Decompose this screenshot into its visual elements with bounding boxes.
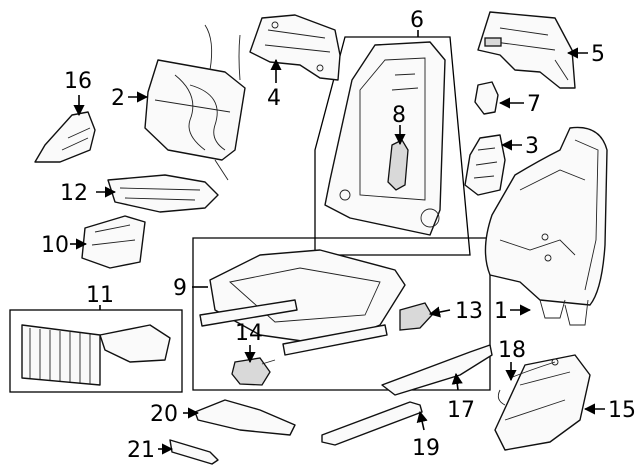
callout-5: 5 [591,42,605,67]
seatback-frame-inset-box [314,36,471,256]
callout-9: 9 [173,276,187,301]
cover-piece-part [81,215,146,269]
leader-lines [70,30,605,455]
callout-4: 4 [267,86,281,111]
small-pad-part [169,439,219,465]
callout-11: 11 [86,283,114,308]
rail-bracket-part [194,399,296,436]
callout-19: 19 [412,436,440,461]
callout-1: 1 [494,299,508,324]
leader-13 [428,306,451,318]
seat-back-part [484,126,608,326]
callout-7: 7 [527,92,541,117]
plate-part [249,14,341,81]
callout-20: 20 [150,402,178,427]
callout-13: 13 [455,299,483,324]
leader-17 [451,372,463,391]
callout-16: 16 [64,69,92,94]
callout-2: 2 [111,86,125,111]
callout-12: 12 [60,181,88,206]
seatback-frame-part [324,41,446,236]
seat-back-panel-part [144,24,246,181]
callout-10: 10 [41,233,69,258]
callout-8: 8 [392,103,406,128]
base-tray-part [107,174,219,213]
callout-3: 3 [525,134,539,159]
seat-adjuster-inset-box [192,237,491,391]
callout-labels: 1 2 3 4 5 6 7 8 9 10 11 12 13 14 15 16 1… [41,8,636,463]
callout-14: 14 [235,321,263,346]
panel-assembly-part [21,324,171,386]
motor-13-part [399,302,433,331]
motor-14-part [231,357,276,386]
side-cover-part [494,354,591,451]
panel-inset-box [9,309,183,393]
callout-21: 21 [127,438,155,463]
callout-18: 18 [498,338,526,363]
side-shield-part [477,11,576,89]
trim-piece-part [34,111,96,163]
callout-6: 6 [410,8,424,33]
small-bracket-part [474,81,499,115]
callout-17: 17 [447,398,475,423]
trim-strip-part [381,344,493,396]
leader-19 [416,410,428,431]
bracket-part [464,134,506,196]
seat-adjuster-part [199,249,406,356]
callout-15: 15 [608,398,636,423]
long-trim-part [321,401,423,446]
